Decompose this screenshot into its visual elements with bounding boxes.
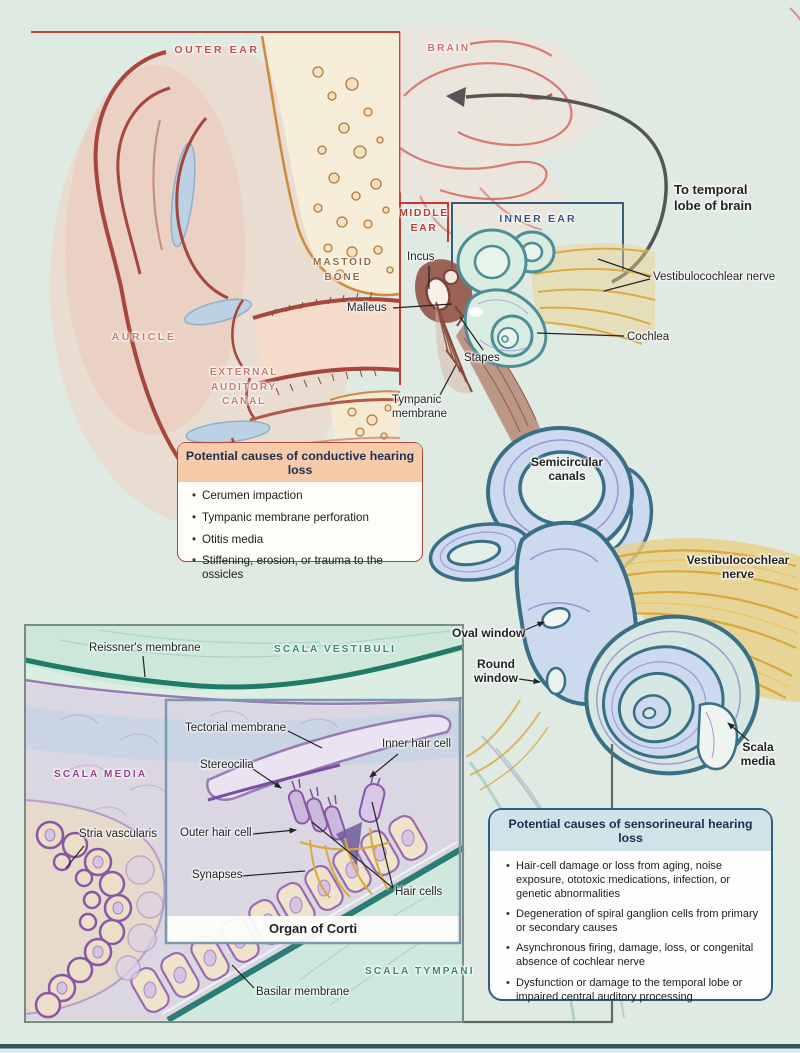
semicircular-canals-label: Semicircular canals bbox=[530, 455, 604, 484]
middle-ear-label: MIDDLE EAR bbox=[399, 207, 449, 235]
reissners-membrane-label: Reissner's membrane bbox=[89, 642, 201, 654]
vestibulocochlear-nerve-upper-label: Vestibulocochlear nerve bbox=[653, 271, 776, 283]
list-item: Cerumen impaction bbox=[192, 489, 416, 503]
conductive-box-list: Cerumen impaction Tympanic membrane perf… bbox=[192, 489, 416, 581]
basilar-membrane-label: Basilar membrane bbox=[256, 986, 350, 998]
middle-ear-bracket bbox=[399, 202, 449, 385]
outer-ear-label: OUTER EAR bbox=[174, 44, 260, 56]
brain-illustration bbox=[399, 7, 800, 235]
external-auditory-canal-label: EXTERNAL AUDITORY CANAL bbox=[209, 367, 279, 407]
organ-of-corti-label: Organ of Corti bbox=[268, 921, 358, 936]
tympanic-membrane-label: Tympanic membrane bbox=[392, 394, 447, 420]
tectorial-membrane-label: Tectorial membrane bbox=[185, 722, 286, 734]
list-item: Degeneration of spiral ganglion cells fr… bbox=[506, 907, 763, 935]
stria-vascularis-cells bbox=[24, 798, 166, 1019]
bony-labyrinth-illustration bbox=[428, 426, 800, 1021]
scala-media-pocket bbox=[696, 702, 739, 771]
figure-bottom-border bbox=[0, 1044, 800, 1049]
inner-ear-small-illustration bbox=[456, 228, 656, 368]
to-temporal-lobe-label: To temporal lobe of brain bbox=[674, 182, 752, 214]
hair-cells-label: Hair cells bbox=[395, 886, 443, 898]
list-item: Tympanic membrane perforation bbox=[192, 511, 416, 525]
stria-vascularis-label: Stria vascularis bbox=[79, 828, 157, 840]
cochlea-label: Cochlea bbox=[627, 331, 670, 343]
scala-vestibuli-region bbox=[24, 625, 464, 705]
auricle-label: AURICLE bbox=[111, 331, 177, 343]
vestibulocochlear-nerve-lower-label: Vestibulocochlear nerve bbox=[686, 553, 790, 582]
list-item: Stiffening, erosion, or trauma to the os… bbox=[192, 554, 416, 581]
inner-ear-bracket bbox=[451, 202, 624, 272]
cochlear-cross-section-panel bbox=[24, 624, 465, 1023]
round-window-shape bbox=[545, 666, 567, 696]
leader-lines bbox=[65, 258, 750, 989]
mastoid-bone-label: MASTOID BONE bbox=[313, 257, 373, 283]
scala-vestibuli-label: SCALA VESTIBULI bbox=[274, 644, 397, 655]
oval-window-label: Oval window bbox=[452, 626, 526, 640]
supporting-cell-row bbox=[130, 815, 428, 1013]
list-item: Otitis media bbox=[192, 533, 416, 547]
round-window-label: Round window bbox=[474, 657, 518, 686]
conductive-hearing-loss-box: Potential causes of conductive hearing l… bbox=[177, 442, 423, 581]
sensorineural-box-title: Potential causes of sensorineural hearin… bbox=[490, 810, 771, 851]
malleus-label: Malleus bbox=[347, 302, 387, 314]
tympanic-membrane-illustration bbox=[435, 301, 473, 394]
outer-ear-panel-art bbox=[30, 31, 401, 537]
list-item: Dysfunction or damage to the temporal lo… bbox=[506, 976, 763, 1004]
conductive-box-title: Potential causes of conductive hearing l… bbox=[178, 443, 422, 482]
to-brain-arrow bbox=[446, 87, 668, 284]
brain-label: BRAIN bbox=[427, 43, 471, 54]
list-item: Asynchronous firing, damage, loss, or co… bbox=[506, 941, 763, 969]
stapes-label: Stapes bbox=[464, 352, 500, 364]
scala-media-panel-label: SCALA MEDIA bbox=[54, 769, 148, 780]
scala-media-cochlea-label: Scala media bbox=[740, 740, 776, 769]
synapses-label: Synapses bbox=[192, 869, 243, 881]
outer-hair-cell-label: Outer hair cell bbox=[180, 827, 252, 839]
stereocilia-label: Stereocilia bbox=[200, 759, 254, 771]
sensorineural-hearing-loss-box: Potential causes of sensorineural hearin… bbox=[488, 808, 773, 1004]
scala-tympani-label: SCALA TYMPANI bbox=[365, 966, 475, 977]
inner-hair-cell-label: Inner hair cell bbox=[382, 738, 452, 750]
list-item: Hair-cell damage or loss from aging, noi… bbox=[506, 859, 763, 901]
hair-cell-shapes bbox=[287, 774, 386, 866]
sensorineural-box-list: Hair-cell damage or loss from aging, noi… bbox=[506, 859, 763, 1004]
mastoid-bone-illustration bbox=[258, 32, 401, 448]
incus-label: Incus bbox=[407, 251, 435, 263]
inner-ear-label: INNER EAR bbox=[499, 213, 577, 225]
